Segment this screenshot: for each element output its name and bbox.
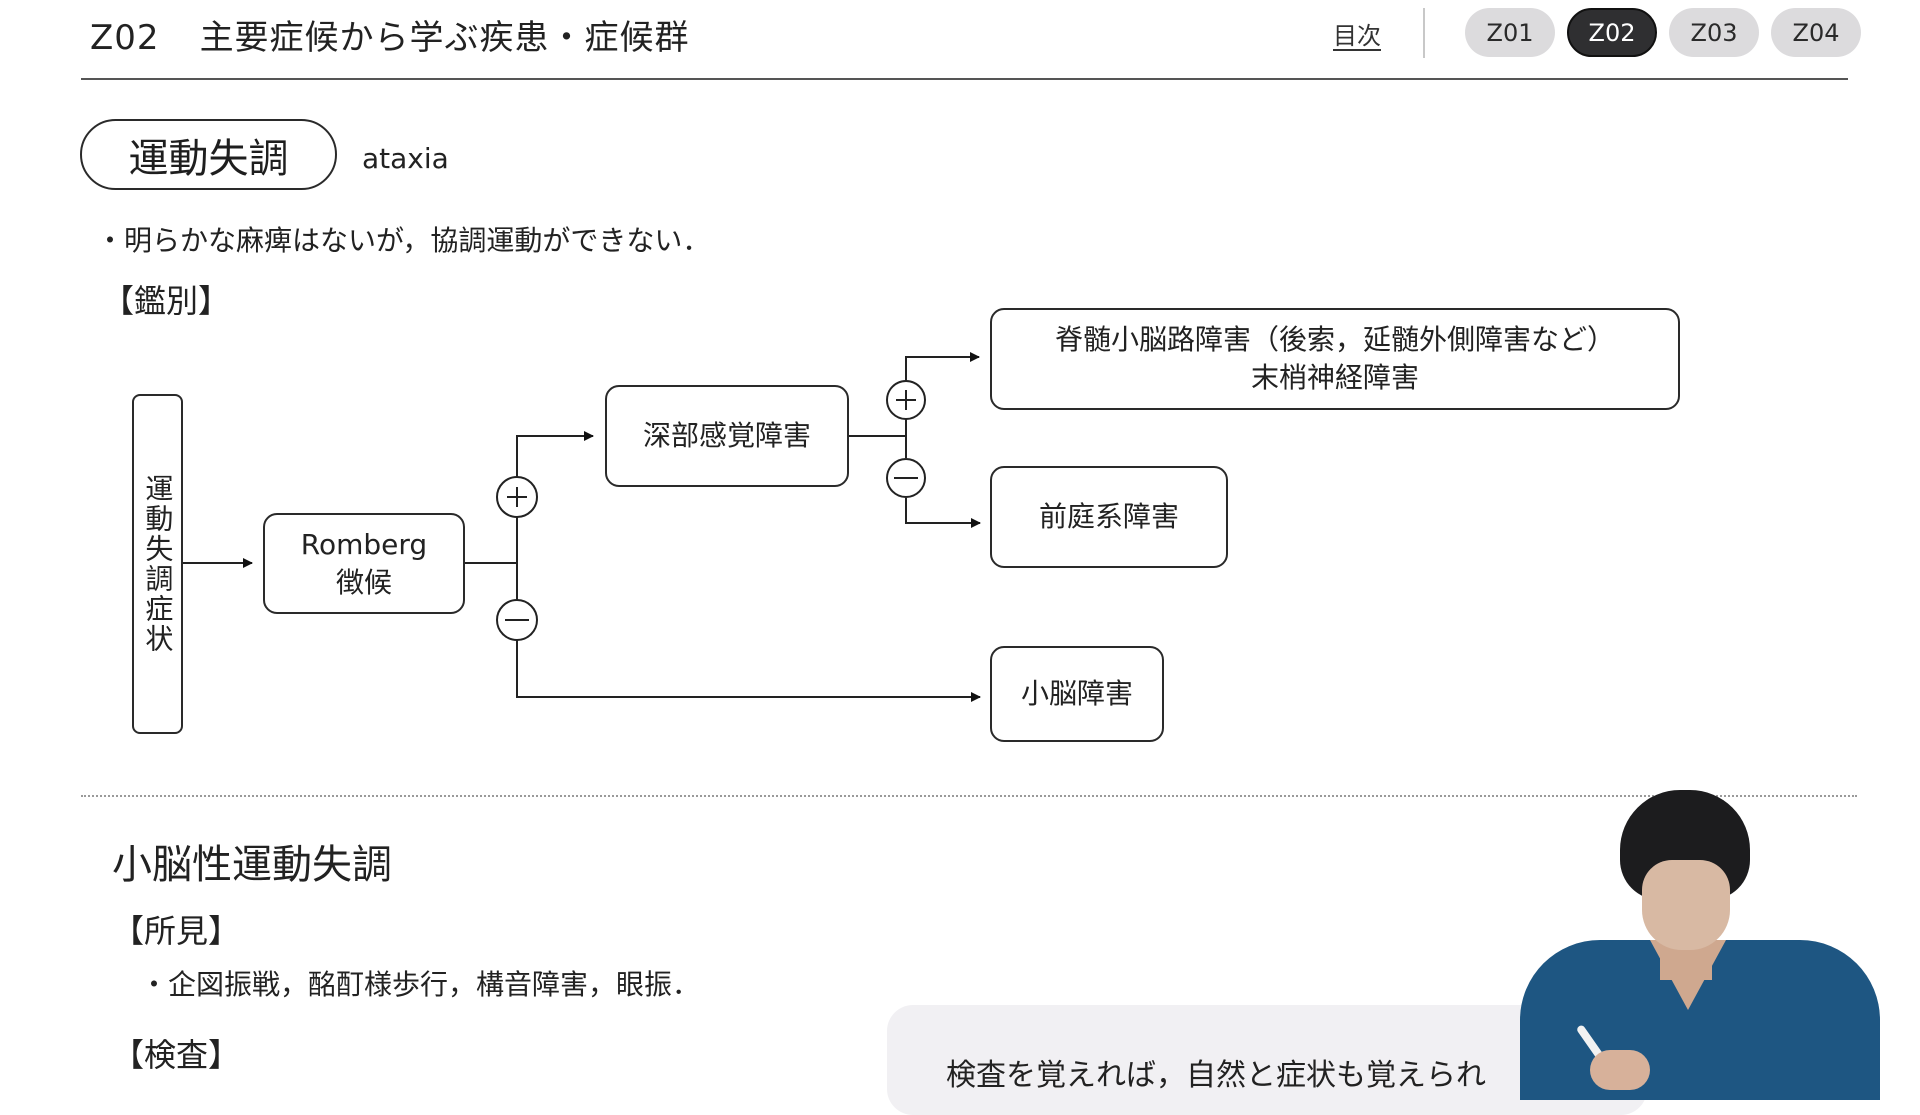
node-ataxia-symptoms: 運動失調症状: [132, 394, 183, 734]
branch-plus-to-spinocerebellar: [905, 352, 980, 382]
callout-text: 検査を覚えれば，自然と症状も覚えられ: [946, 1058, 1486, 1093]
node-romberg-sign: Romberg 徴候: [263, 513, 465, 614]
node-spinocerebellar-line1: 脊髄小脳路障害（後索，延髄外側障害など）: [1054, 323, 1615, 357]
presenter-collar: [1650, 940, 1726, 1010]
findings-text: ・企図振戦，酩酊様歩行，構音障害，眼振．: [140, 968, 701, 1001]
node-spinocerebellar: 脊髄小脳路障害（後索，延髄外側障害など） 末梢神経障害: [990, 308, 1680, 410]
presenter-hand: [1590, 1050, 1650, 1090]
section-divider: [81, 795, 1857, 797]
exam-label: 【検査】: [112, 1036, 241, 1074]
term-pill: 運動失調: [80, 119, 337, 190]
plus-circle-2: [886, 380, 926, 420]
findings-label: 【所見】: [112, 912, 241, 950]
chapter-title: 主要症候から学ぶ疾患・症候群: [199, 18, 690, 58]
plus-circle-1: [496, 476, 538, 518]
differential-label: 【鑑別】: [102, 282, 231, 320]
tab-z02[interactable]: Z02: [1567, 8, 1657, 57]
node-spinocerebellar-line2: 末梢神経障害: [1250, 361, 1419, 394]
header-rule: [81, 78, 1848, 80]
presenter-video: [1510, 780, 1920, 1100]
header-divider: [1423, 8, 1425, 58]
term-english: ataxia: [362, 142, 449, 175]
toc-link[interactable]: 目次: [1333, 22, 1381, 50]
presenter-face: [1642, 860, 1730, 950]
minus-circle-1: [496, 599, 538, 641]
branch-plus-to-deep-sensory: [516, 431, 594, 477]
branch-minus-to-cerebellar: [516, 640, 981, 702]
chapter-tabs: Z01 Z02 Z03 Z04: [1465, 8, 1861, 57]
section-title: 小脳性運動失調: [112, 842, 392, 888]
chapter-code: Z02: [90, 18, 160, 58]
tab-z03[interactable]: Z03: [1669, 8, 1759, 57]
tab-z01[interactable]: Z01: [1465, 8, 1555, 57]
branch-minus-to-vestibular: [905, 498, 981, 528]
page-title: Z02 主要症候から学ぶ疾患・症候群: [90, 10, 690, 59]
term-definition: ・明らかな麻痺はないが，協調運動ができない．: [96, 224, 711, 257]
tab-z04[interactable]: Z04: [1771, 8, 1861, 57]
node-cerebellar: 小脳障害: [990, 646, 1164, 742]
node-deep-sensory: 深部感覚障害: [605, 385, 849, 487]
node-vestibular: 前庭系障害: [990, 466, 1228, 568]
minus-circle-2: [886, 458, 926, 498]
